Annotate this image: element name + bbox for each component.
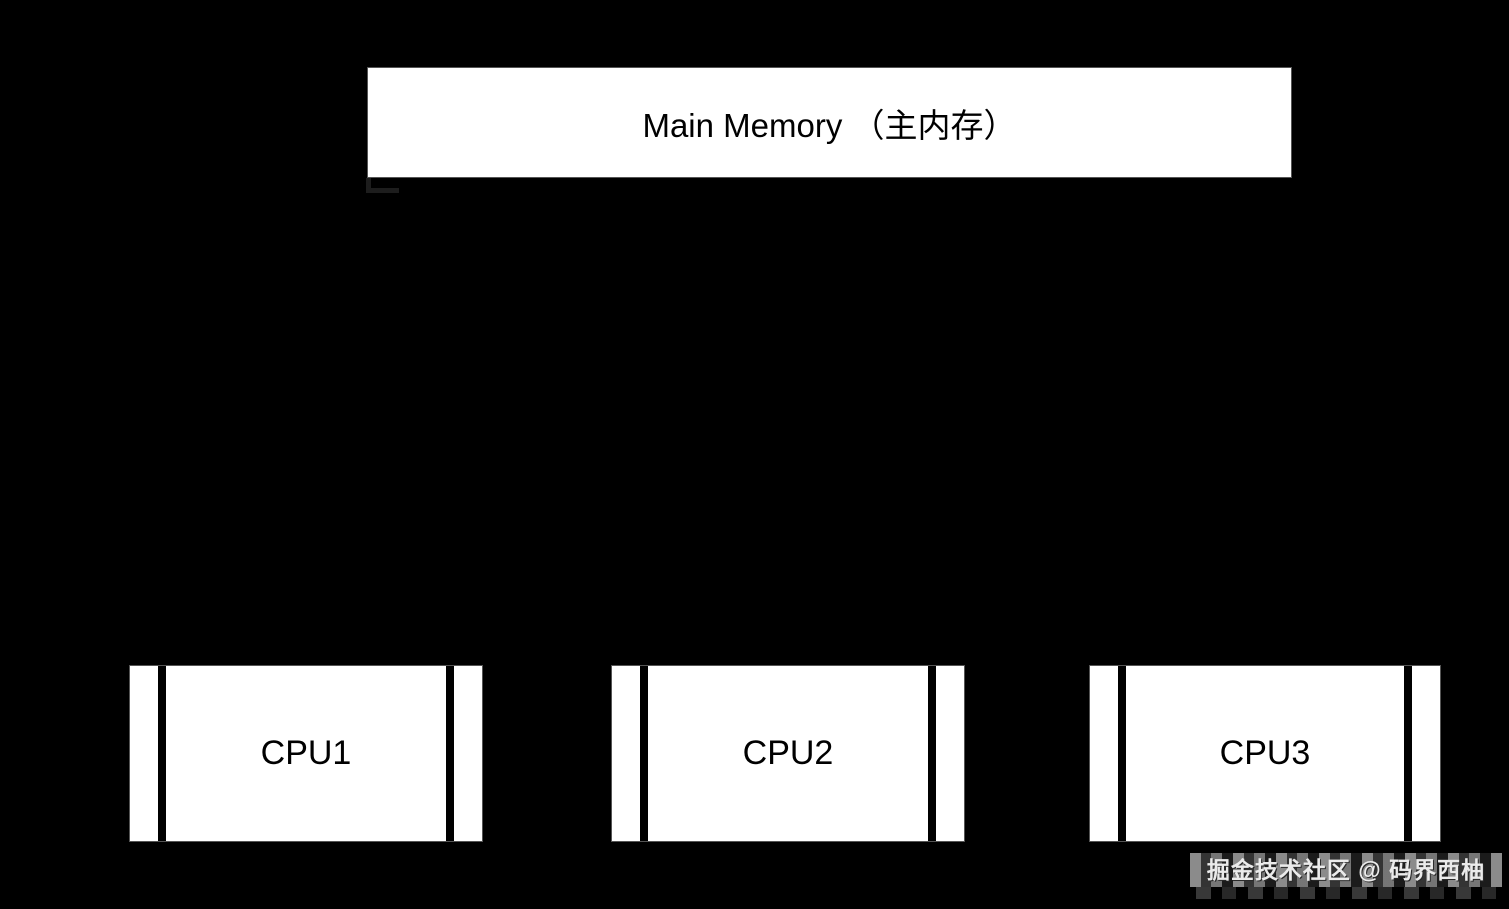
cpu3-label: CPU3 <box>1219 734 1311 772</box>
main-memory-box: Main Memory （主内存） <box>367 67 1292 178</box>
cpu1-right-divider-line <box>446 666 454 841</box>
cpu1-left-divider-line <box>158 666 166 841</box>
cpu2-right-divider-line <box>928 666 936 841</box>
box-corner-shadow-artifact <box>366 178 399 193</box>
cpu3-right-divider-line <box>1404 666 1412 841</box>
main-memory-label: Main Memory （主内存） <box>642 106 1017 144</box>
cpu2-left-divider-line <box>640 666 648 841</box>
cpu1-label: CPU1 <box>260 734 352 772</box>
watermark: 掘金技术社区 @ 码界西柚 <box>1190 853 1502 899</box>
cpu3-left-divider-line <box>1118 666 1126 841</box>
watermark-text: 掘金技术社区 @ 码界西柚 <box>1206 857 1486 883</box>
cpu3-box: CPU3 <box>1089 665 1441 842</box>
cpu1-box: CPU1 <box>129 665 483 842</box>
cpu2-box: CPU2 <box>611 665 965 842</box>
cpu2-label: CPU2 <box>742 734 834 772</box>
